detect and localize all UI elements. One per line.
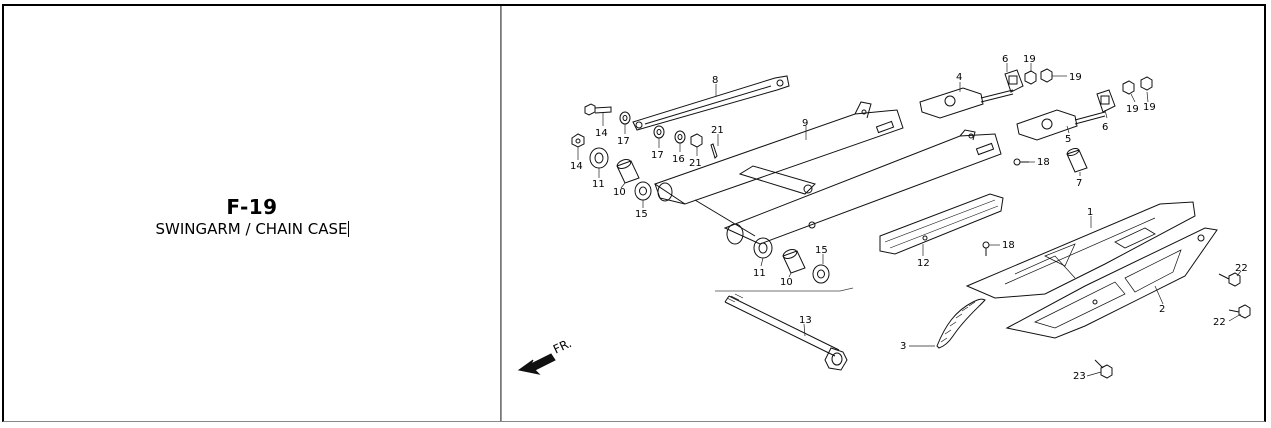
part-6-plate-left[interactable]: [1004, 69, 1024, 93]
part-15-seal-upper[interactable]: [634, 181, 652, 201]
part-19-nut-d[interactable]: [1140, 76, 1153, 91]
part-11-bearing-upper[interactable]: [589, 147, 609, 169]
part-19-nut-c[interactable]: [1122, 80, 1135, 95]
callout-2: 2: [1159, 304, 1165, 315]
callout-11a: 11: [592, 179, 605, 190]
part-10-collar-upper[interactable]: [616, 158, 640, 184]
part-1-chain-case[interactable]: [965, 201, 1196, 299]
callout-labels: 8 9 14 17 17 16 21 21 14 11 10 15 4 6 19…: [551, 54, 1248, 382]
callout-13: 13: [799, 315, 812, 326]
part-6-plate-right[interactable]: [1096, 89, 1116, 113]
callout-17b: 17: [651, 150, 664, 161]
part-14-nut-lower[interactable]: [571, 133, 585, 148]
callout-17a: 17: [617, 136, 630, 147]
part-3-drive-chain[interactable]: [936, 298, 986, 349]
part-14-bolt-upper[interactable]: [584, 103, 612, 116]
callout-3: 3: [900, 341, 906, 352]
callout-19a: 19: [1023, 54, 1036, 65]
callout-8: 8: [712, 75, 718, 86]
front-direction-arrow-icon: [517, 353, 556, 375]
part-8-torque-link[interactable]: [632, 75, 790, 131]
callout-22b: 22: [1213, 317, 1226, 328]
callout-6a: 6: [1002, 54, 1008, 65]
callout-18a: 18: [1037, 157, 1050, 168]
part-19-nut-a[interactable]: [1024, 70, 1037, 85]
part-21-nut-a[interactable]: [690, 133, 703, 148]
part-7-bushing[interactable]: [1066, 147, 1088, 173]
part-16-collar[interactable]: [674, 130, 686, 144]
callout-14b: 14: [570, 161, 583, 172]
callout-21b: 21: [689, 158, 702, 169]
part-13-pivot-bolt[interactable]: [724, 293, 848, 371]
part-2-chain-guard[interactable]: [1005, 227, 1218, 339]
callout-12: 12: [917, 258, 930, 269]
callout-15b: 15: [815, 245, 828, 256]
part-5-chain-adjuster-right[interactable]: [1016, 109, 1106, 141]
title-panel: F-19 SWINGARM / CHAIN CASE: [4, 6, 501, 421]
callout-10b: 10: [780, 277, 793, 288]
part-23-bolt[interactable]: [1094, 359, 1113, 379]
page-code: F-19: [226, 195, 278, 219]
callout-16: 16: [672, 154, 685, 165]
part-9-swingarm[interactable]: [653, 101, 1002, 245]
page-title[interactable]: SWINGARM / CHAIN CASE: [4, 220, 500, 238]
callout-23: 23: [1073, 371, 1086, 382]
part-22-bolt-upper[interactable]: [1218, 272, 1241, 287]
callout-22a: 22: [1235, 263, 1248, 274]
part-17-washer-a[interactable]: [619, 111, 631, 125]
exploded-parts-diagram: 8 9 14 17 17 16 21 21 14 11 10 15 4 6 19…: [517, 54, 1251, 382]
parts-page-frame: F-19 SWINGARM / CHAIN CASE: [2, 4, 1266, 422]
direction-label: FR.: [551, 336, 574, 357]
callout-4: 4: [956, 72, 962, 83]
callout-9: 9: [802, 118, 808, 129]
part-4-chain-adjuster-left[interactable]: [919, 87, 1014, 119]
part-12-chain-slider[interactable]: [879, 193, 1004, 255]
callout-7: 7: [1076, 178, 1082, 189]
callout-14a: 14: [595, 128, 608, 139]
part-15-seal-lower[interactable]: [812, 264, 830, 284]
part-18-bolt-lower[interactable]: [982, 241, 990, 256]
callout-15a: 15: [635, 209, 648, 220]
callout-19c: 19: [1126, 104, 1139, 115]
part-18-bolt-upper[interactable]: [1013, 158, 1029, 166]
callout-10a: 10: [613, 187, 626, 198]
callout-11b: 11: [753, 268, 766, 279]
callout-19d: 19: [1143, 102, 1156, 113]
part-11-bearing-lower[interactable]: [753, 237, 773, 259]
callout-18b: 18: [1002, 240, 1015, 251]
part-21-pin[interactable]: [710, 143, 718, 159]
callout-5: 5: [1065, 134, 1071, 145]
callout-6b: 6: [1102, 122, 1108, 133]
part-19-nut-b[interactable]: [1040, 68, 1053, 83]
part-10-collar-lower[interactable]: [782, 248, 806, 274]
part-17-washer-b[interactable]: [653, 125, 665, 139]
callout-21a: 21: [711, 125, 724, 136]
text-cursor: [347, 221, 349, 237]
callout-19b: 19: [1069, 72, 1082, 83]
page-title-text: SWINGARM / CHAIN CASE: [155, 220, 348, 238]
callout-1: 1: [1087, 207, 1093, 218]
diagram-panel: 8 9 14 17 17 16 21 21 14 11 10 15 4 6 19…: [501, 6, 1265, 421]
leader-lines: [577, 63, 1242, 377]
part-22-bolt-lower[interactable]: [1228, 304, 1251, 319]
